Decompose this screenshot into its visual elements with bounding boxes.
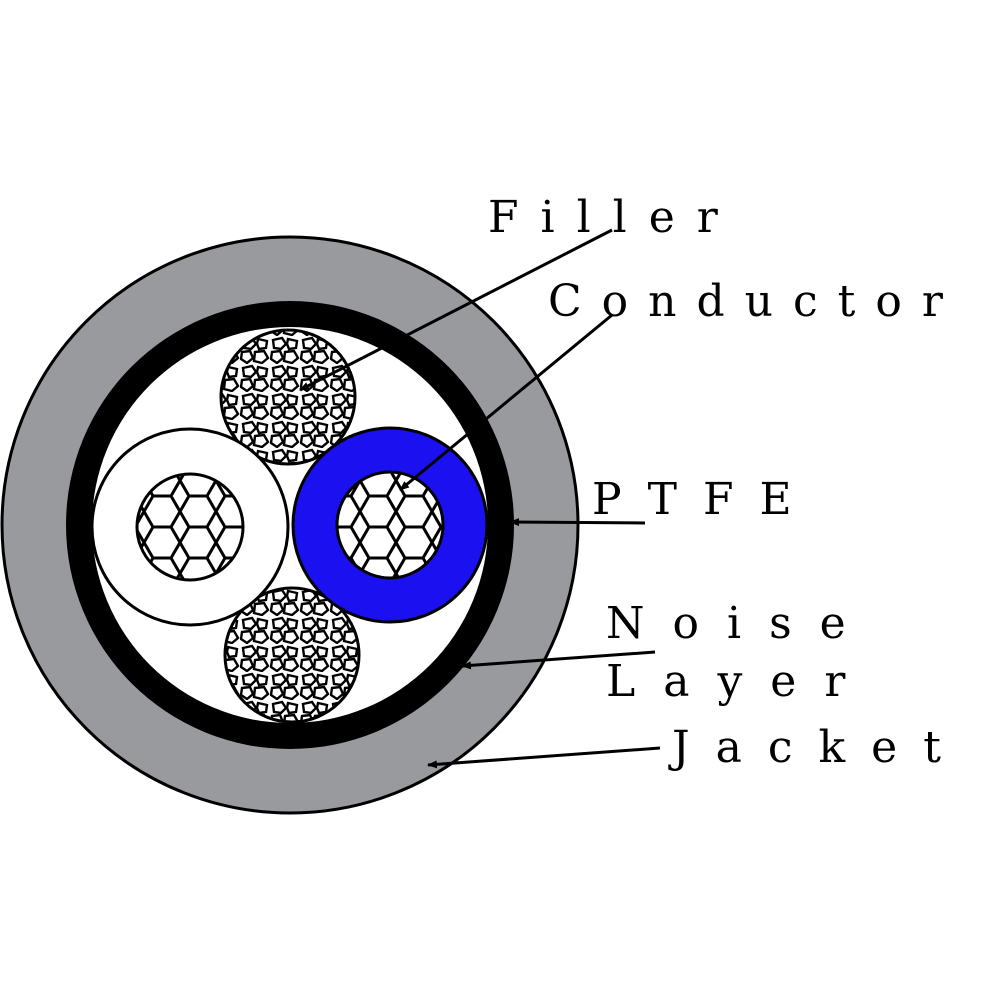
noise-layer-label-line2: Layer [606,656,873,707]
jacket-label: Jacket [668,722,967,773]
conductor-right [335,470,445,580]
filler-label: Filler [488,192,740,243]
conductor-label: Conductor [548,276,963,327]
filler-bottom [223,586,361,724]
conductor-left [135,472,245,582]
filler-top [219,328,357,466]
filler-leader-line [299,228,613,392]
ptfe-label: PTFE [592,474,818,525]
jacket-leader-line [427,746,661,769]
noise-layer-label-line1: Noise [606,598,874,649]
conductor-leader-line [399,313,613,492]
ptfe-leader-line [509,518,646,527]
noise-layer-leader-line [461,650,656,670]
